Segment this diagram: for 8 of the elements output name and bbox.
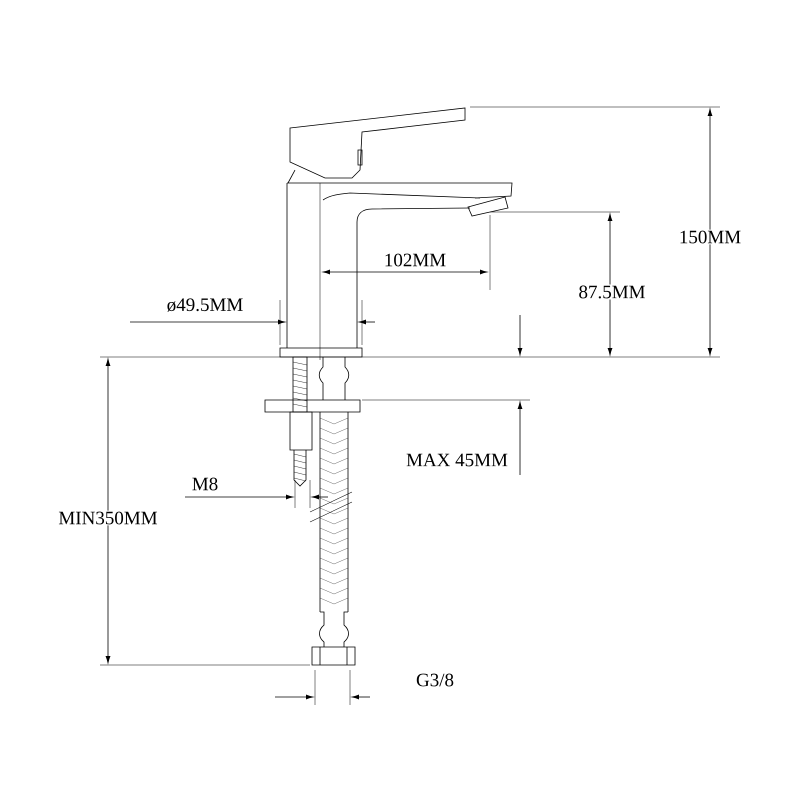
dimension-label: G3/8 [416, 674, 454, 686]
dimension-label: 150MM [678, 230, 742, 244]
dimension-label: MIN350MM [57, 510, 159, 526]
dimension-label: M8 [192, 478, 218, 490]
dimension-label: 87.5MM [578, 284, 647, 300]
dimension-label: MAX 45MM [406, 454, 508, 466]
dimension-label: ø49.5MM [167, 298, 243, 312]
dimension-label: 102MM [386, 254, 446, 266]
